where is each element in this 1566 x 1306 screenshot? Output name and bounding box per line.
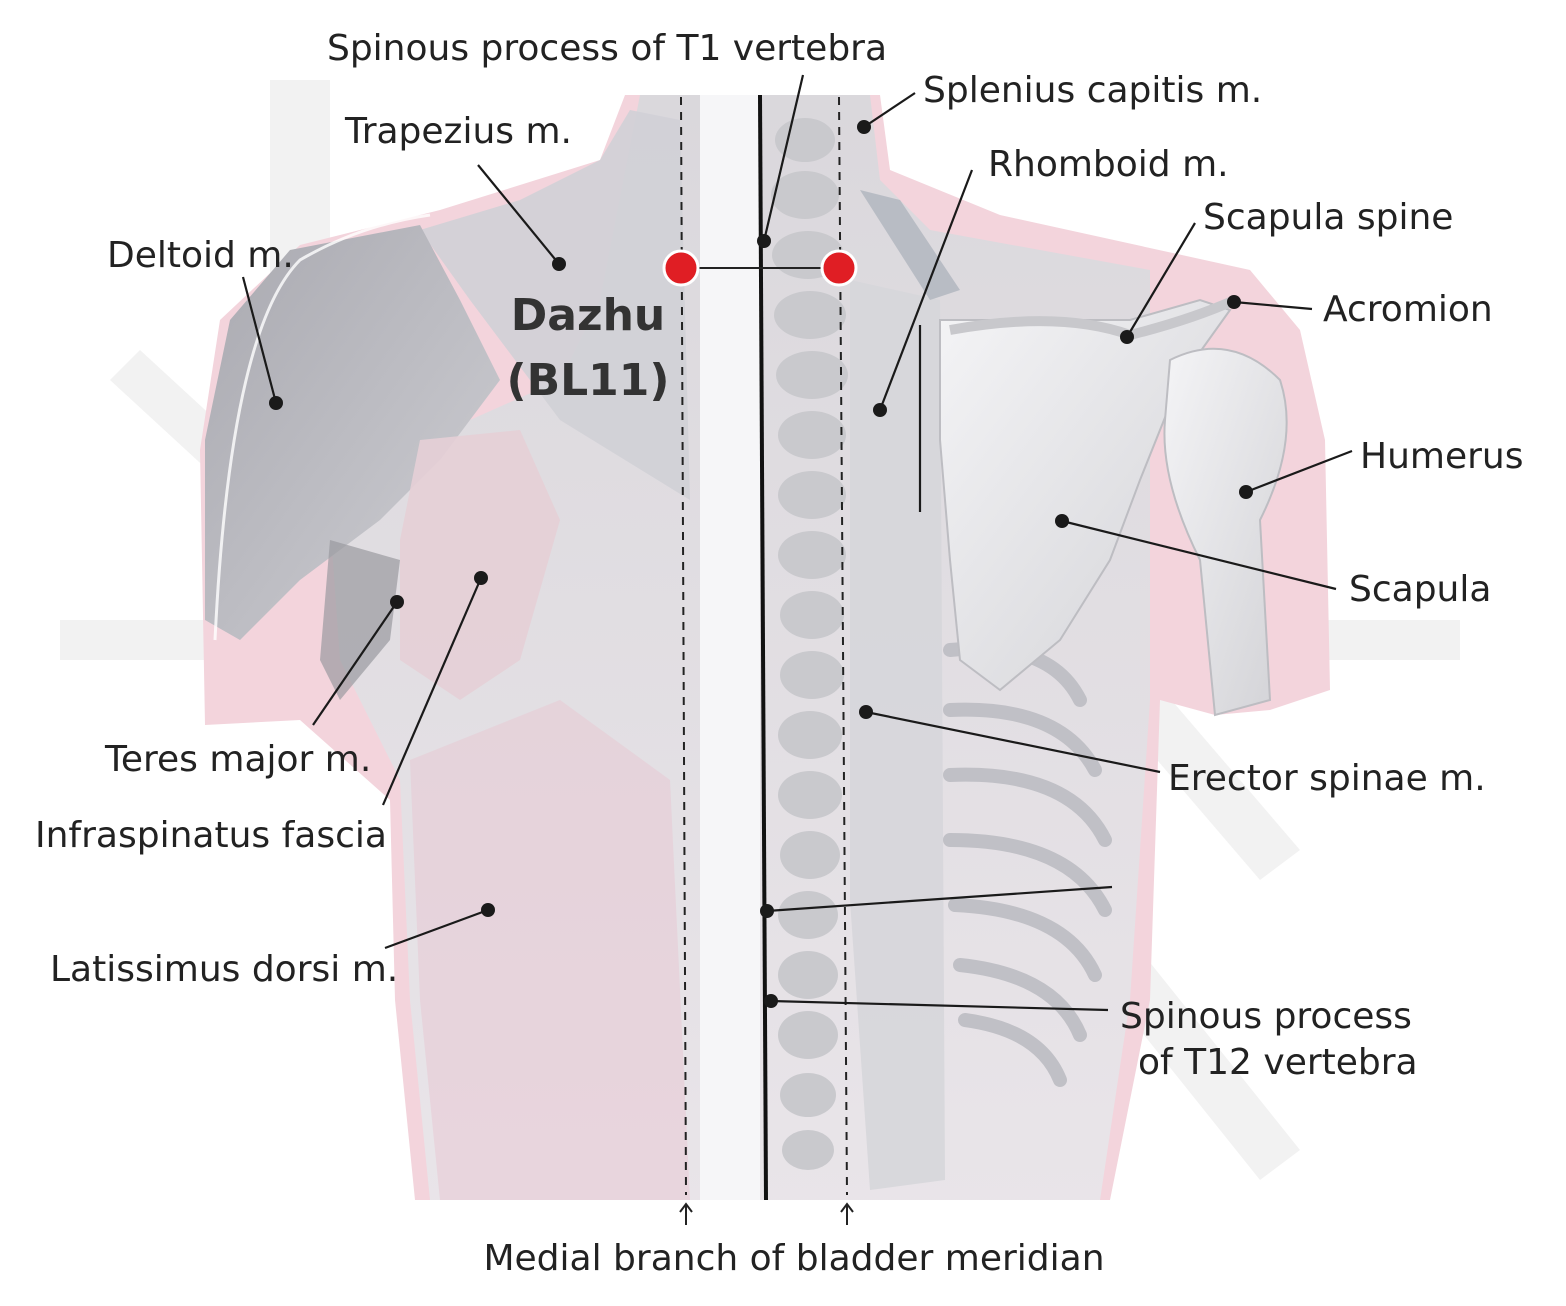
acupoint-dot-right[interactable] bbox=[820, 249, 858, 287]
label-latissimus-dorsi: Latissimus dorsi m. bbox=[50, 949, 398, 990]
acupoint-dot-left[interactable] bbox=[662, 249, 700, 287]
leader-lines bbox=[241, 74, 1353, 1012]
labels: Spinous process of T1 vertebra Splenius … bbox=[35, 28, 1523, 1279]
erector-spinae-right bbox=[850, 280, 945, 1190]
label-erector-spinae: Erector spinae m. bbox=[1168, 758, 1486, 799]
label-scapula: Scapula bbox=[1349, 569, 1491, 610]
label-t12-line2: of T12 vertebra bbox=[1138, 1042, 1418, 1083]
label-infraspinatus-fascia: Infraspinatus fascia bbox=[35, 815, 387, 856]
label-meridian: Medial branch of bladder meridian bbox=[483, 1238, 1104, 1279]
label-rhomboid: Rhomboid m. bbox=[988, 144, 1229, 185]
trapezius-left bbox=[420, 110, 690, 500]
armpit-shadow bbox=[320, 540, 400, 700]
acupoint-code: (BL11) bbox=[506, 355, 669, 406]
label-deltoid: Deltoid m. bbox=[107, 235, 294, 276]
spine-band bbox=[700, 95, 760, 1200]
humerus-right bbox=[1163, 347, 1288, 717]
latissimus-patch bbox=[410, 700, 690, 1200]
infraspinatus-patch bbox=[400, 430, 560, 700]
splenius-right bbox=[860, 190, 960, 300]
spine-midline bbox=[758, 94, 768, 1201]
label-humerus: Humerus bbox=[1360, 436, 1523, 477]
label-t1-vertebra: Spinous process of T1 vertebra bbox=[327, 28, 887, 69]
label-dots bbox=[269, 120, 1253, 1008]
shoulder-outline-left bbox=[213, 213, 431, 641]
deltoid-left bbox=[205, 225, 500, 640]
ribs-right bbox=[943, 641, 1112, 1087]
label-splenius-capitis: Splenius capitis m. bbox=[923, 70, 1262, 111]
acupoint-name: Dazhu bbox=[511, 290, 665, 341]
label-trapezius: Trapezius m. bbox=[344, 111, 572, 152]
label-scapula-spine: Scapula spine bbox=[1203, 197, 1453, 238]
label-t12-line1: Spinous process bbox=[1120, 996, 1412, 1037]
torso bbox=[200, 95, 1330, 1200]
meridian-arrows bbox=[679, 1202, 854, 1225]
label-teres-major: Teres major m. bbox=[104, 739, 371, 780]
label-acromion: Acromion bbox=[1323, 289, 1493, 330]
scapula-right bbox=[939, 298, 1232, 692]
